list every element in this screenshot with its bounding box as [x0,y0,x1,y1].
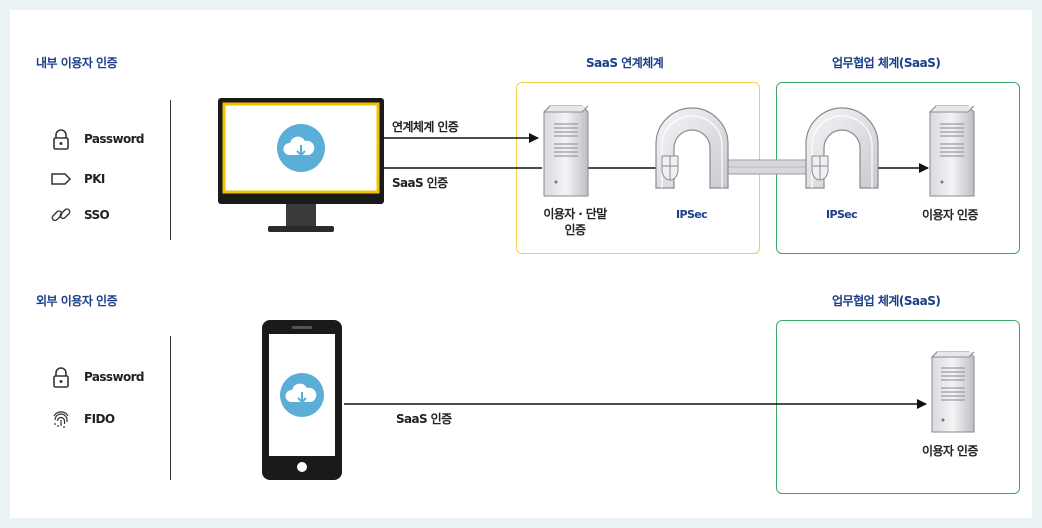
diagram-graphics [218,98,975,480]
internal-auth-title: 내부 이용자 인증 [36,56,118,70]
ipsec-tunnel [725,159,819,175]
link-icon [51,208,71,222]
server-icon [930,351,975,433]
collab-system-title-external: 업무협업 체계(SaaS) [832,294,941,308]
lock-icon [53,367,69,388]
external-collab-user-auth-label: 이용자 인증 [922,444,978,458]
external-saas-auth-label: SaaS 인증 [396,412,452,426]
diagram-canvas: 내부 이용자 인증 외부 이용자 인증 Password PKI SSO Pas… [10,10,1032,518]
auth-method-sso: SSO [50,204,110,226]
ipsec-gateway-icon [805,107,879,189]
server-icon [928,105,975,197]
ipsec-gateway-icon [655,107,729,189]
fingerprint-icon [53,411,69,428]
smartphone-icon [262,320,342,480]
ipsec-label-right: IPSec [826,208,858,221]
user-device-auth-label: 이용자 · 단말 인증 [543,207,607,237]
auth-method-label: SSO [84,208,110,222]
auth-method-password-external: Password [50,366,145,388]
collab-user-auth-label: 이용자 인증 [922,208,978,222]
auth-method-password: Password [50,128,145,150]
divider-line [170,336,171,480]
auth-method-label: Password [84,132,145,146]
auth-method-label: FIDO [84,412,115,426]
collab-system-box-external [776,320,1020,494]
auth-method-label: Password [84,370,145,384]
saas-link-system-title: SaaS 연계체계 [586,56,664,70]
auth-method-pki: PKI [50,168,105,190]
divider-line [170,100,171,240]
server-icon [542,105,589,197]
saas-auth-label: SaaS 인증 [392,176,448,190]
ipsec-label-left: IPSec [676,208,708,221]
link-auth-label: 연계체계 인증 [392,120,459,134]
auth-method-label: PKI [84,172,105,186]
external-auth-title: 외부 이용자 인증 [36,294,118,308]
auth-method-fido: FIDO [50,408,115,430]
collab-system-title: 업무협업 체계(SaaS) [832,56,941,70]
lock-icon [53,129,69,150]
monitor-icon [218,98,384,232]
tag-icon [51,173,72,185]
